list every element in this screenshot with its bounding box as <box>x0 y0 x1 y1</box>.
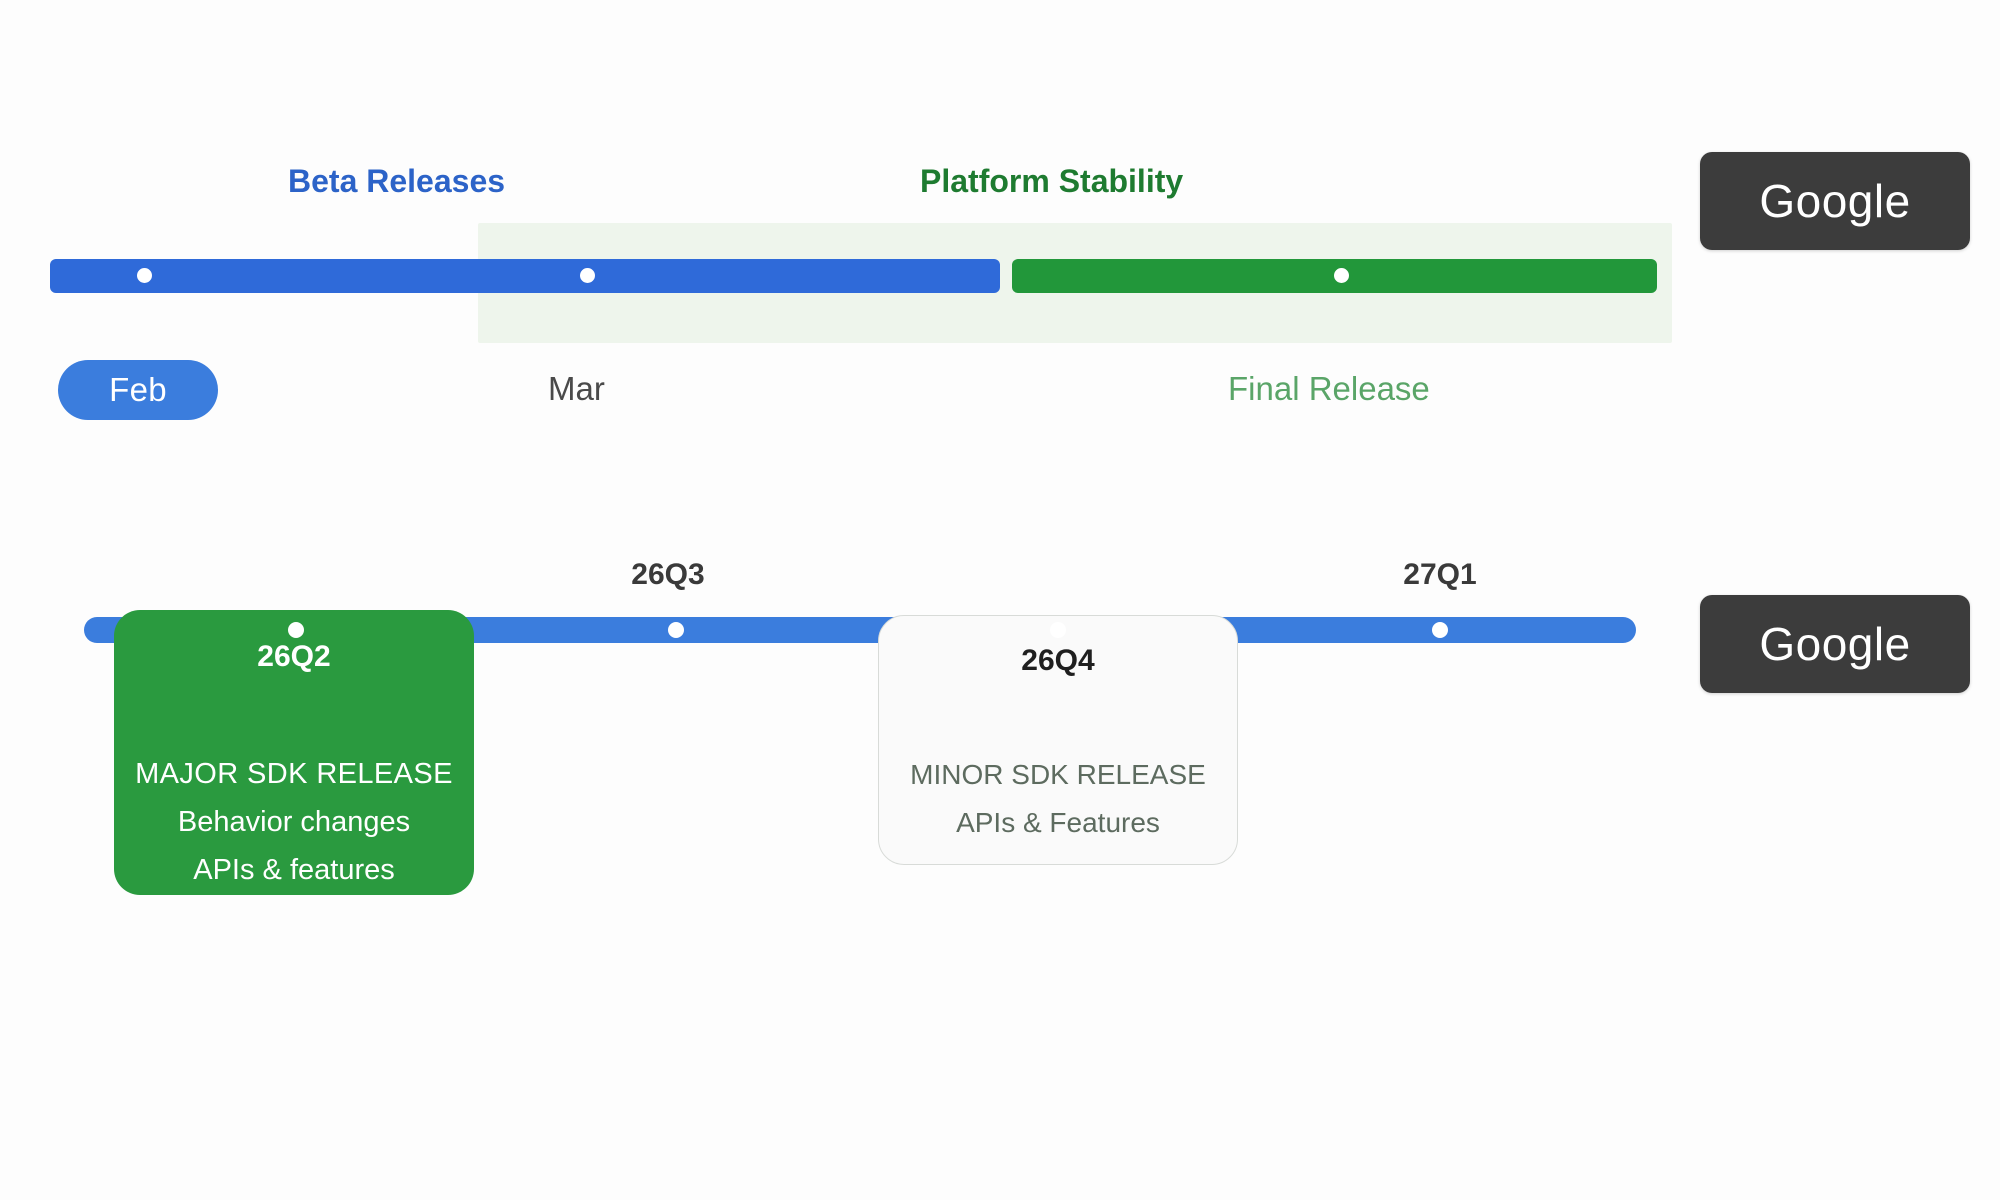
google-badge-top: Google <box>1700 152 1970 250</box>
quarter-tick-label-26q3: 26Q3 <box>631 558 705 591</box>
rail-dot-26q4[interactable] <box>1050 622 1066 638</box>
quarter-card-26q2-body-line-3: APIs & features <box>193 854 395 886</box>
quarter-card-26q4-title: 26Q4 <box>1021 644 1095 677</box>
beta-releases-bar[interactable] <box>50 259 1000 293</box>
rail-dot-27q1[interactable] <box>1432 622 1448 638</box>
quarter-card-26q2[interactable]: 26Q2 MAJOR SDK RELEASE Behavior changes … <box>114 610 474 895</box>
quarter-card-26q4-body: MINOR SDK RELEASE APIs & Features <box>879 751 1237 847</box>
quarter-card-26q4-body-line-1: MINOR SDK RELEASE <box>910 759 1206 790</box>
quarter-card-26q2-title: 26Q2 <box>257 640 331 673</box>
platform-stability-bar[interactable] <box>1012 259 1657 293</box>
top-timeline-section: Beta Releases Platform Stability Feb Mar… <box>0 0 2000 470</box>
quarter-card-26q4-body-line-2: APIs & Features <box>956 807 1160 838</box>
milestone-pill-feb[interactable]: Feb <box>58 360 218 420</box>
phase-title-beta-releases: Beta Releases <box>288 163 506 199</box>
phase-title-platform-stability: Platform Stability <box>920 163 1184 199</box>
stability-milestone-dot-final-release[interactable] <box>1334 268 1349 283</box>
quarter-card-26q4[interactable]: 26Q4 MINOR SDK RELEASE APIs & Features <box>878 615 1238 865</box>
rail-dot-26q2[interactable] <box>288 622 304 638</box>
milestone-label-final-release: Final Release <box>1228 370 1430 407</box>
quarter-tick-label-27q1: 27Q1 <box>1403 558 1477 591</box>
milestone-label-mar: Mar <box>548 370 605 407</box>
quarter-card-26q2-body: MAJOR SDK RELEASE Behavior changes APIs … <box>114 750 474 894</box>
quarter-card-26q2-body-line-2: Behavior changes <box>177 806 411 838</box>
beta-milestone-dot-mar[interactable] <box>580 268 595 283</box>
quarter-card-26q2-body-line-1: MAJOR SDK RELEASE <box>135 758 453 790</box>
google-badge-bottom: Google <box>1700 595 1970 693</box>
bottom-timeline-section: 26Q2 MAJOR SDK RELEASE Behavior changes … <box>0 470 2000 1200</box>
rail-dot-26q3[interactable] <box>668 622 684 638</box>
beta-milestone-dot-feb[interactable] <box>137 268 152 283</box>
